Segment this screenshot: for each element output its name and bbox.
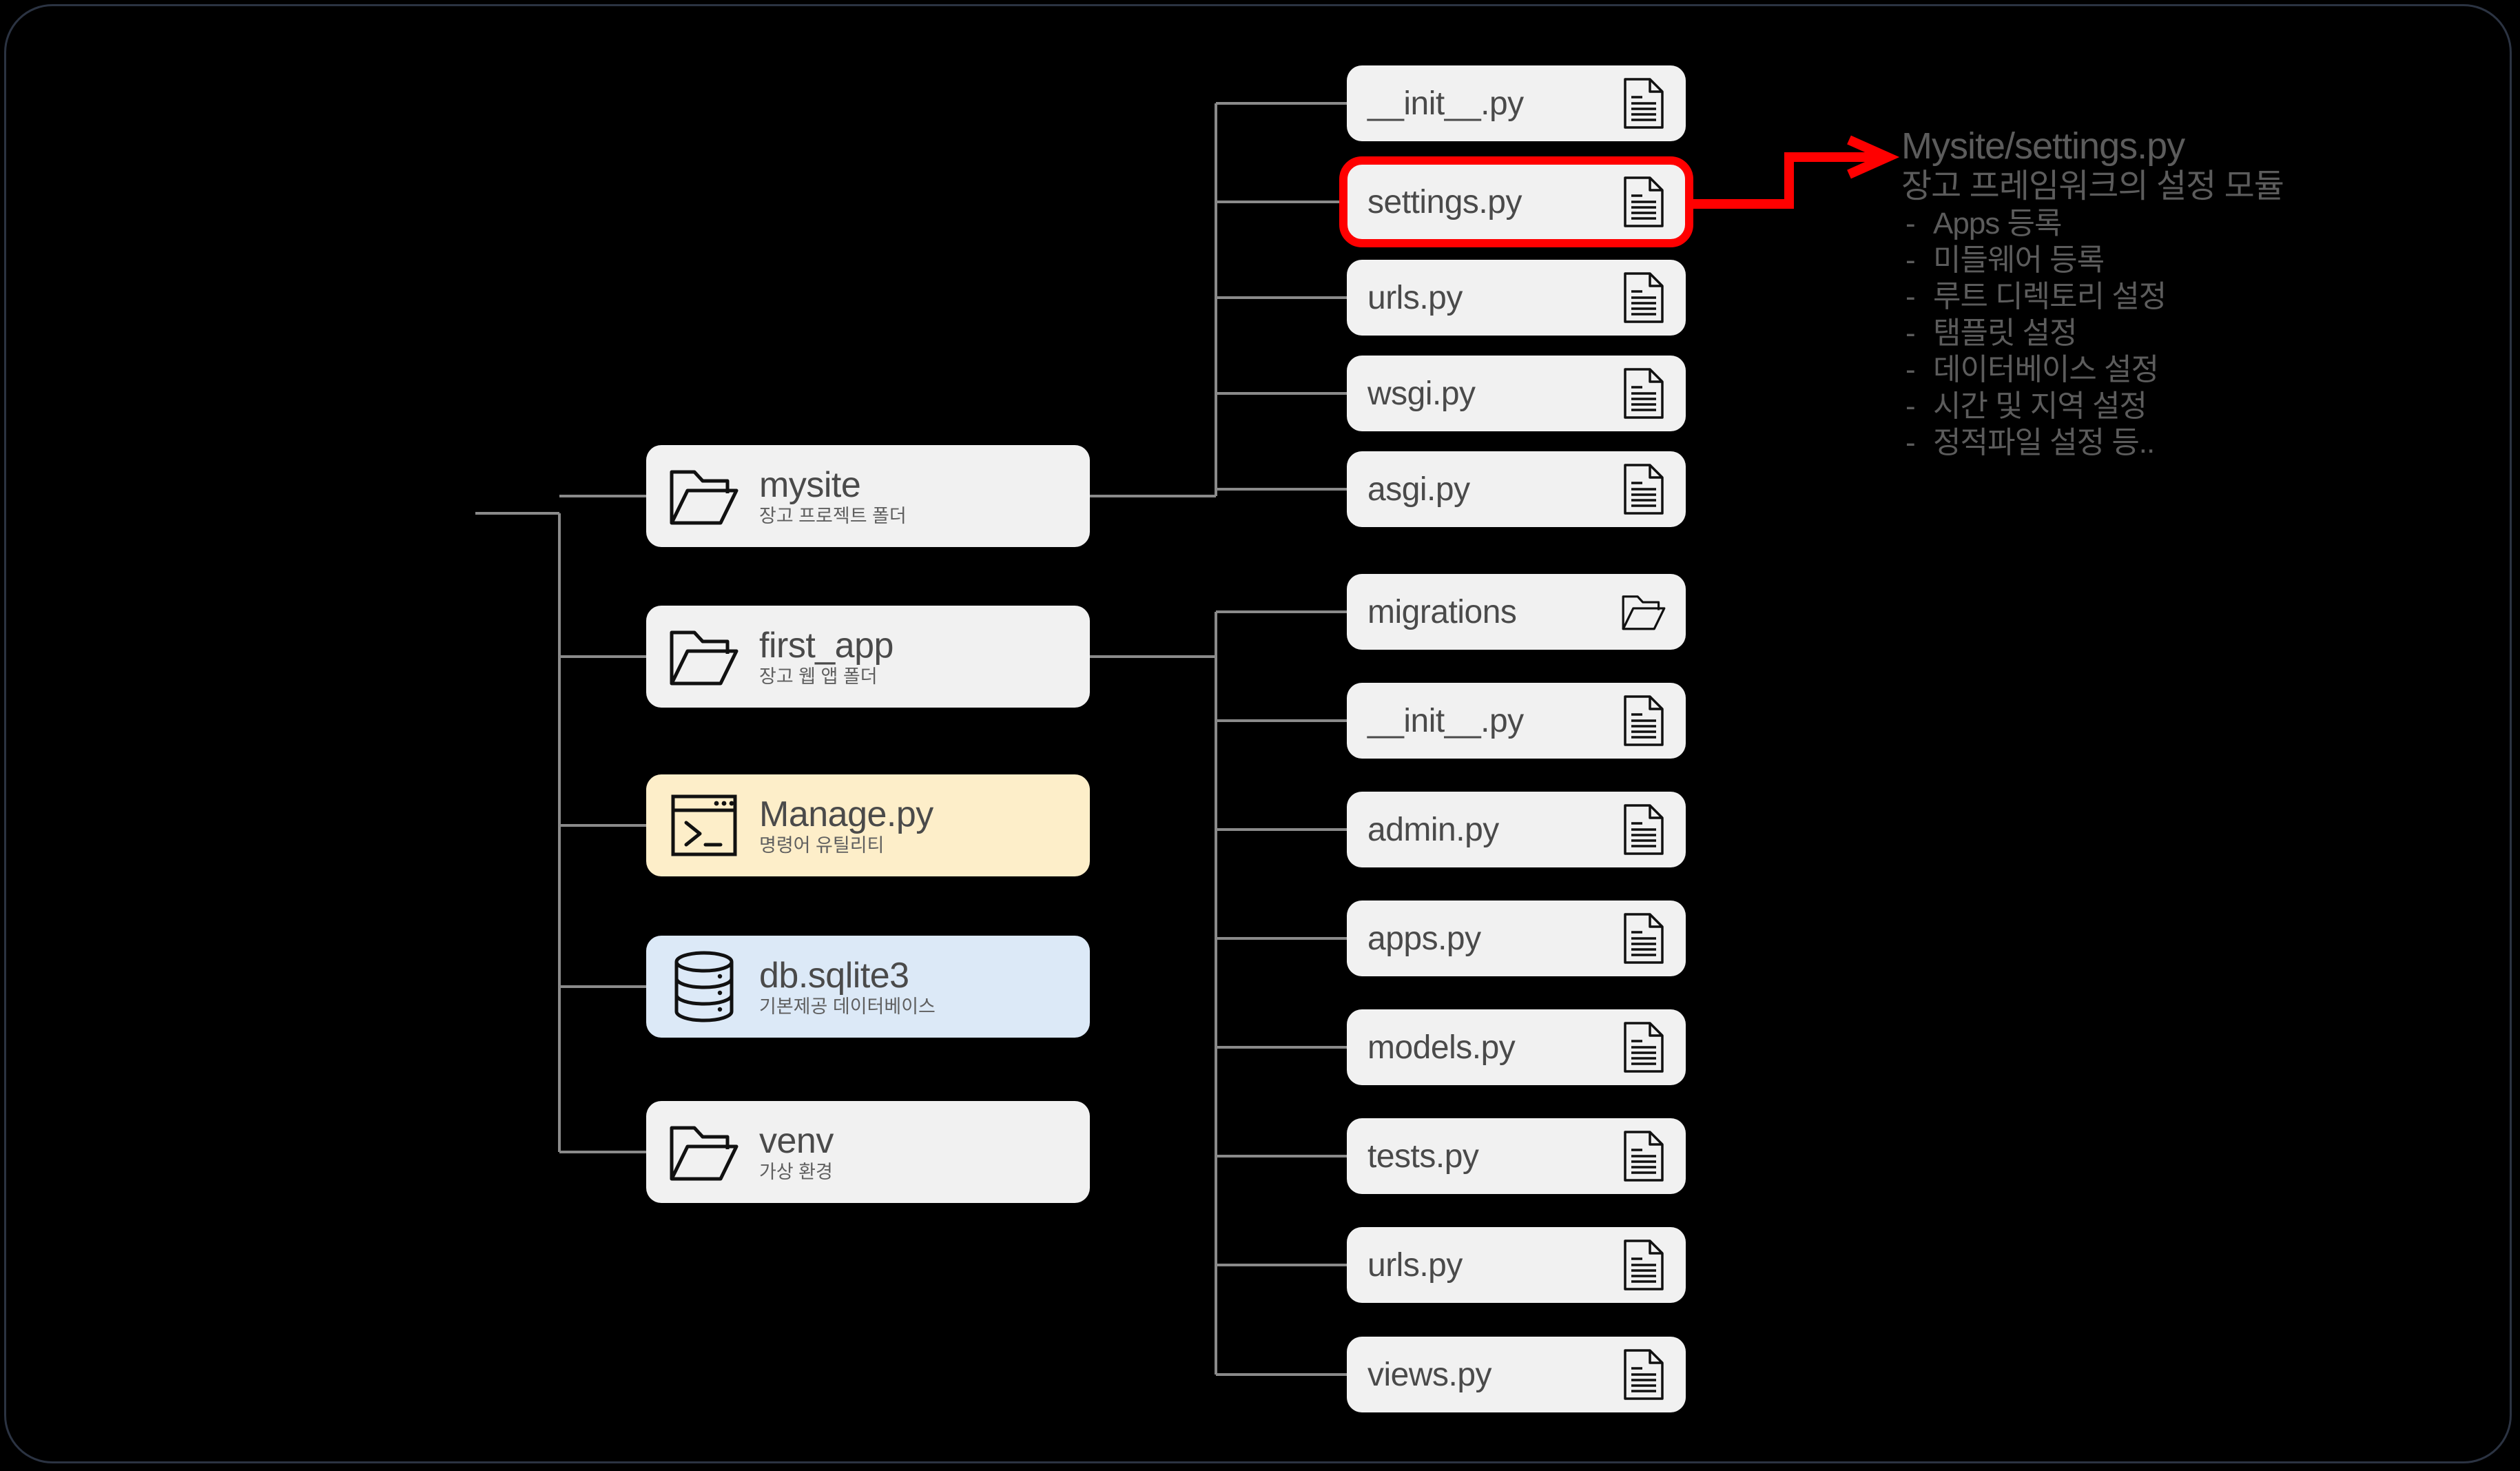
file-icon (1621, 463, 1666, 515)
node-card-venv[interactable]: venv 가상 환경 (646, 1101, 1090, 1203)
annotation-bullet: 데이터베이스 설정 (1901, 355, 2466, 386)
node-subtitle: 장고 웹 앱 폴더 (759, 666, 878, 687)
file-card-asgi-py[interactable]: asgi.py (1347, 451, 1686, 527)
file-card-settings-py[interactable]: settings.py (1339, 156, 1693, 247)
node-subtitle: 가상 환경 (759, 1161, 833, 1182)
file-icon (1621, 271, 1666, 324)
file-icon (1621, 1348, 1666, 1401)
annotation-bullet: 정적파일 설정 등.. (1901, 428, 2466, 459)
file-name: urls.py (1367, 1246, 1463, 1284)
folder-icon (1621, 586, 1666, 638)
file-card-urls-py-app[interactable]: urls.py (1347, 1227, 1686, 1303)
file-name: settings.py (1367, 183, 1522, 220)
node-title: Manage.py (759, 794, 933, 834)
node-card-mysite[interactable]: mysite 장고 프로젝트 폴더 (646, 445, 1090, 547)
node-title: first_app (759, 625, 894, 666)
file-name: apps.py (1367, 920, 1481, 957)
file-card-views-py[interactable]: views.py (1347, 1337, 1686, 1412)
folder-icon (667, 459, 741, 533)
file-card-init-py-app[interactable]: __init__.py (1347, 683, 1686, 759)
file-name: asgi.py (1367, 471, 1470, 508)
node-subtitle: 기본제공 데이터베이스 (759, 996, 936, 1017)
node-subtitle: 명령어 유틸리티 (759, 834, 885, 856)
node-card-manage-py[interactable]: Manage.py 명령어 유틸리티 (646, 774, 1090, 876)
file-card-apps-py[interactable]: apps.py (1347, 901, 1686, 976)
folder-icon (667, 1115, 741, 1189)
file-card-wsgi-py[interactable]: wsgi.py (1347, 356, 1686, 431)
file-name: views.py (1367, 1356, 1492, 1393)
file-icon (1621, 1021, 1666, 1073)
file-card-admin-py[interactable]: admin.py (1347, 792, 1686, 867)
file-name: models.py (1367, 1029, 1516, 1066)
file-name: __init__.py (1367, 85, 1524, 122)
node-card-db-sqlite3[interactable]: db.sqlite3 기본제공 데이터베이스 (646, 936, 1090, 1038)
file-name: admin.py (1367, 811, 1499, 848)
file-icon (1621, 77, 1666, 130)
annotation-bullet: 시간 및 지역 설정 (1901, 391, 2466, 422)
file-icon (1621, 176, 1666, 228)
node-title: db.sqlite3 (759, 955, 909, 996)
file-icon (1621, 803, 1666, 856)
node-subtitle: 장고 프로젝트 폴더 (759, 505, 907, 526)
file-card-urls-py-mysite[interactable]: urls.py (1347, 260, 1686, 336)
annotation-bullet: Apps 등록 (1901, 209, 2466, 240)
file-name: urls.py (1367, 279, 1463, 316)
annotation-bullet-list: Apps 등록 미들웨어 등록 루트 디렉토리 설정 탬플릿 설정 데이터베이스… (1901, 209, 2466, 459)
annotation-path: Mysite/settings.py (1901, 125, 2185, 167)
folder-icon (667, 619, 741, 694)
annotation-bullet: 미들웨어 등록 (1901, 245, 2466, 276)
terminal-icon (667, 788, 741, 863)
file-card-migrations[interactable]: migrations (1347, 574, 1686, 650)
file-name: wsgi.py (1367, 375, 1476, 412)
file-name: tests.py (1367, 1138, 1479, 1175)
file-icon (1621, 367, 1666, 420)
file-icon (1621, 695, 1666, 747)
file-card-models-py[interactable]: models.py (1347, 1009, 1686, 1085)
node-card-first-app[interactable]: first_app 장고 웹 앱 폴더 (646, 606, 1090, 708)
file-icon (1621, 912, 1666, 965)
file-card-tests-py[interactable]: tests.py (1347, 1118, 1686, 1194)
settings-annotation-panel: Mysite/settings.py 장고 프레임워크의 설정 모듈 Apps … (1901, 127, 2466, 464)
file-card-init-py-mysite[interactable]: __init__.py (1347, 65, 1686, 141)
node-title: mysite (759, 464, 861, 505)
file-name: migrations (1367, 593, 1517, 630)
annotation-subtitle: 장고 프레임워크의 설정 모듈 (1901, 168, 2284, 205)
file-name: __init__.py (1367, 702, 1524, 739)
annotation-bullet: 루트 디렉토리 설정 (1901, 282, 2466, 313)
file-icon (1621, 1239, 1666, 1291)
database-icon (667, 949, 741, 1024)
file-icon (1621, 1130, 1666, 1182)
node-title: venv (759, 1120, 834, 1161)
red-arrow-icon (1691, 135, 1900, 209)
annotation-bullet: 탬플릿 설정 (1901, 318, 2466, 349)
